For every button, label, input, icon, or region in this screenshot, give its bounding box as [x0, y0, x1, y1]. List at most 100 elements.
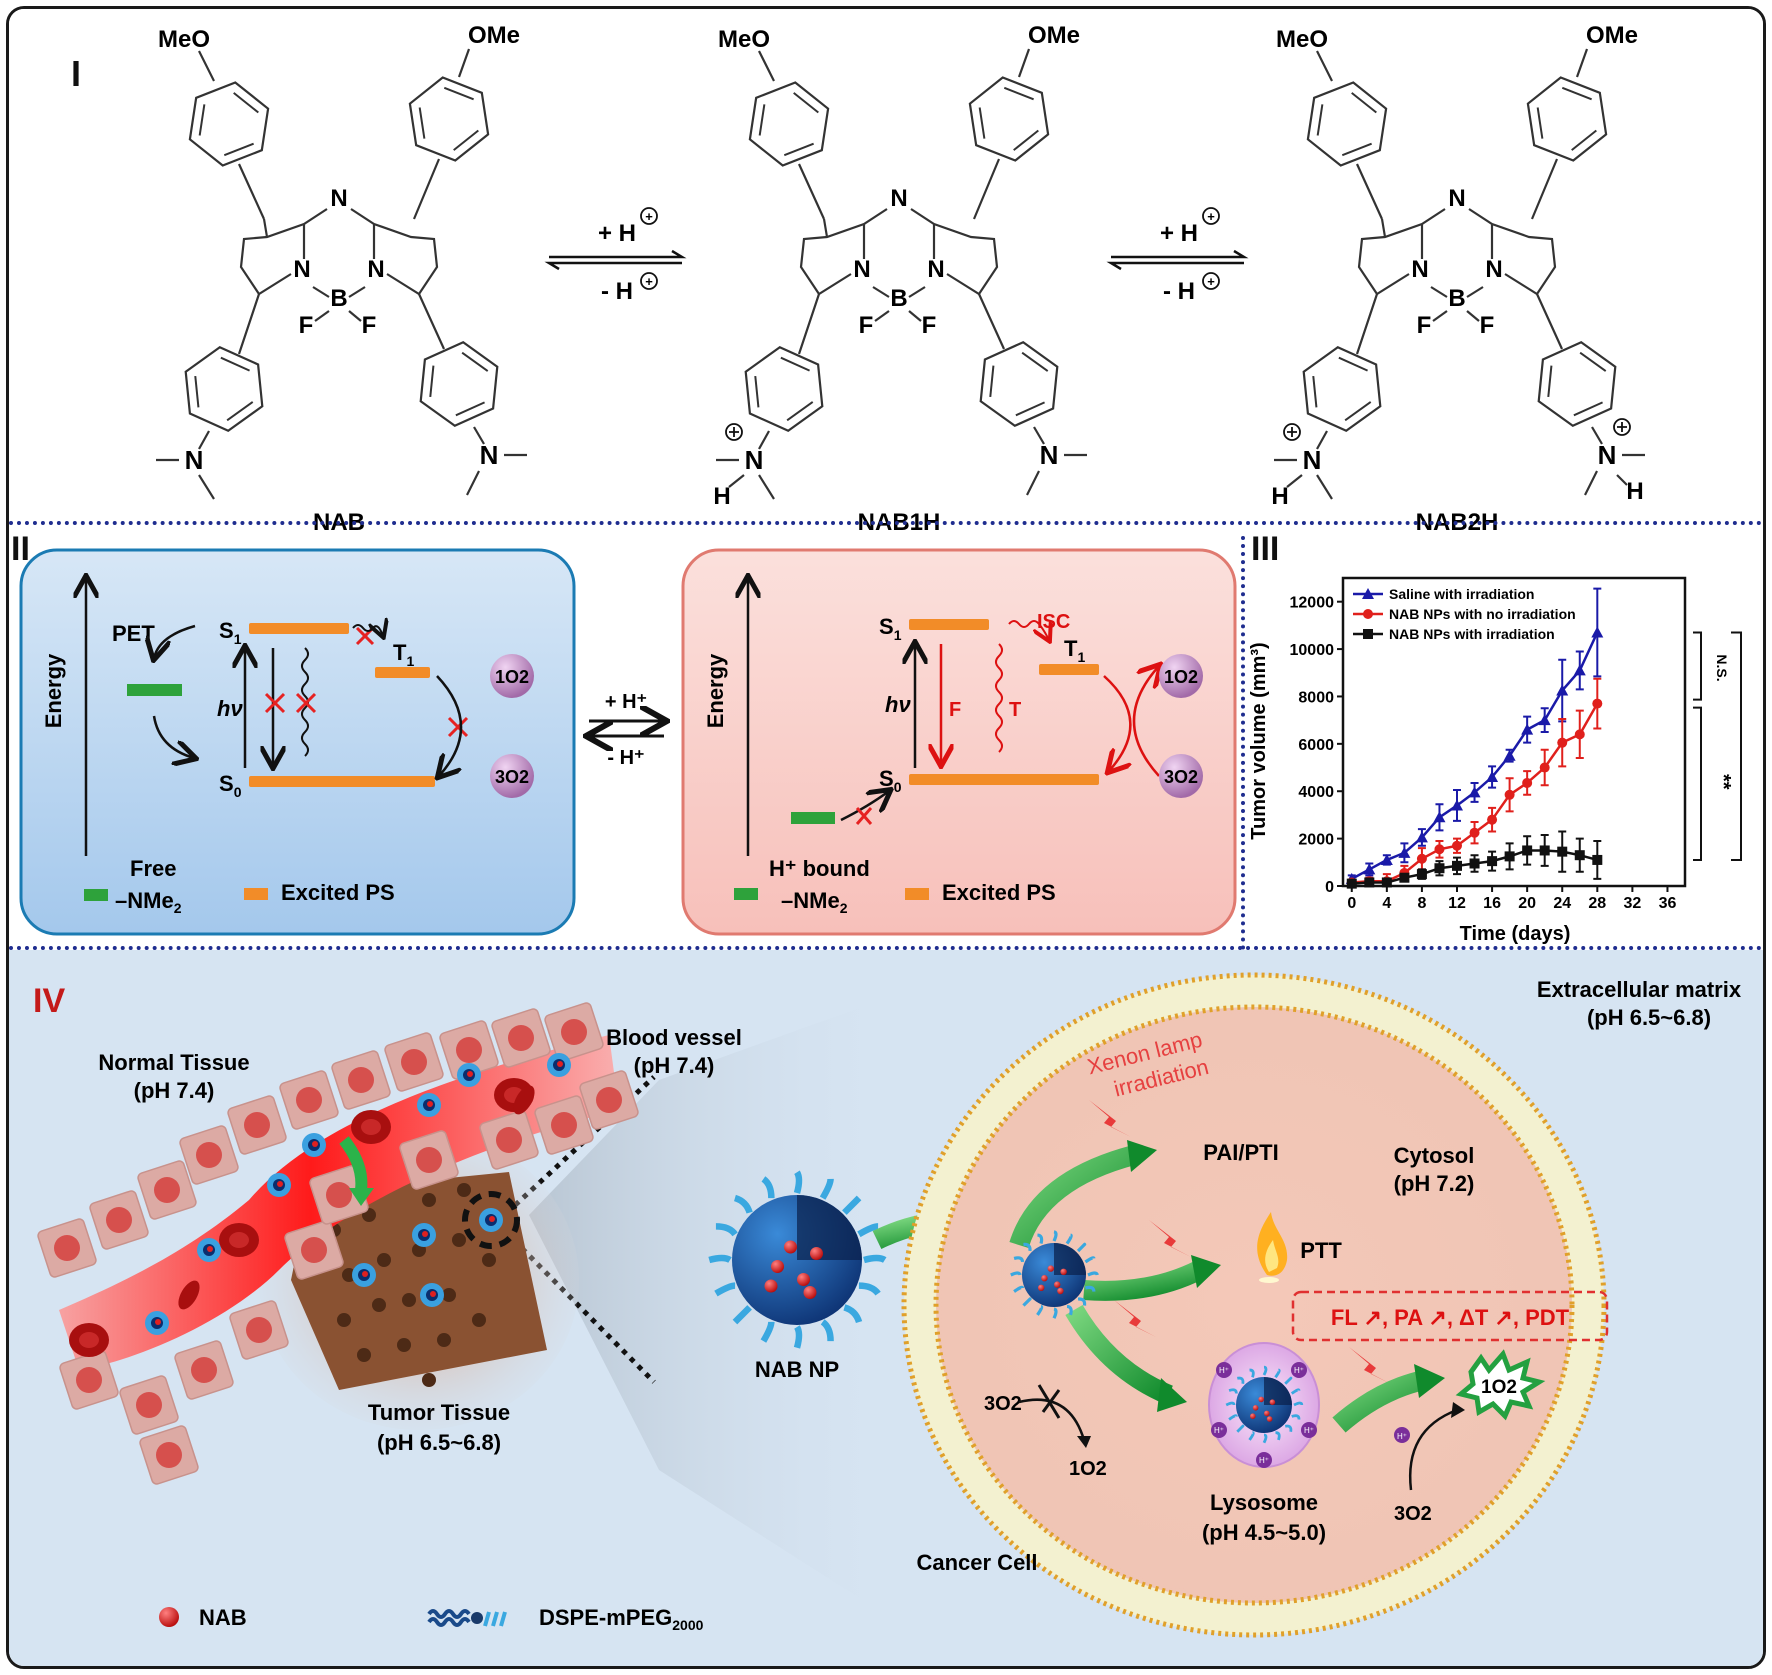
f-label: F: [949, 699, 961, 721]
panel-label-i: I: [71, 53, 82, 94]
nab-np-label: NAB NP: [755, 1357, 839, 1382]
data-point: [1504, 851, 1515, 862]
tumor-cell: [442, 1288, 456, 1302]
process-arrow: [1009, 1145, 1137, 1249]
lysosome-label: Lysosome: [1210, 1490, 1318, 1515]
significance-brackets: N.S. ** **: [1693, 631, 1763, 861]
data-point: [1416, 869, 1427, 880]
extravasation-arrowhead: [349, 1188, 374, 1206]
proton-icon-free: [1394, 1427, 1410, 1443]
tissue-cell: [279, 1070, 339, 1130]
bracket-ns: [1693, 631, 1702, 701]
process-arrow: [1332, 1370, 1427, 1433]
red-blood-cell: [178, 1280, 200, 1310]
y-axis-label: Tumor volume (mm³): [1248, 642, 1270, 839]
data-point: [1399, 872, 1410, 883]
pai-pti-label: PAI/PTI: [1203, 1140, 1278, 1165]
t1-level: [375, 667, 430, 678]
legend-nme2-label-right: –NMe2: [781, 888, 848, 916]
panel-iv-mechanism: IV Normal Tissue (pH 7.4) Blood vessel (…: [9, 950, 1763, 1666]
tissue-cell: [479, 1110, 539, 1170]
tumor-cell: [372, 1298, 386, 1312]
s0-label-right: S0: [879, 766, 902, 795]
proton-icon: [1211, 1422, 1227, 1438]
legend-item: NAB NPs with irradiation: [1353, 626, 1555, 642]
s0-label: S0: [219, 771, 242, 800]
tumor-cell: [402, 1293, 416, 1307]
x-tick-label: 28: [1588, 895, 1606, 912]
singlet-o2-label-right: 1O2: [1164, 667, 1198, 687]
isc-arrow: [1008, 620, 1049, 640]
bracket-inner: [1693, 706, 1702, 861]
divider-top: [9, 521, 1763, 525]
cross-icon-right: [855, 807, 873, 825]
triplet-o2-source: 3O2: [1394, 1503, 1432, 1525]
x-tick-label: 8: [1417, 895, 1426, 912]
singlet-o2-generated: 1O2: [1481, 1377, 1517, 1398]
equilibrium-arrows-2: + H+- H+: [1106, 207, 1249, 305]
plus-h-label: + H⁺: [605, 691, 647, 713]
data-point: [1556, 684, 1569, 696]
data-point: [1398, 846, 1411, 858]
proton-icon: [1216, 1362, 1232, 1378]
legend-item: Saline with irradiation: [1353, 586, 1534, 602]
tumor-cell: [397, 1338, 411, 1352]
lightning-bolt-icon: [1349, 1347, 1391, 1384]
minus-h-label: - H⁺: [607, 747, 644, 769]
s0-level: [249, 776, 435, 787]
tissue-cell: [309, 1165, 369, 1225]
proton-label: H⁺: [1294, 1366, 1304, 1375]
data-point: [1468, 786, 1481, 798]
data-point: [1539, 845, 1550, 856]
green-process-arrows: [1009, 1140, 1445, 1433]
charge-symbol: +: [645, 274, 653, 289]
t1-label: T1: [393, 640, 414, 669]
legend-orange-swatch: [244, 888, 268, 900]
hydrogen-right: H: [1626, 478, 1643, 505]
hydrogen-left: H: [713, 483, 730, 510]
boron-atom: B: [890, 285, 907, 312]
x-tick-label: 16: [1483, 895, 1501, 912]
singlet-oxygen-burst-icon: [1455, 1349, 1546, 1421]
proton-icons: H⁺H⁺H⁺H⁺H⁺: [1211, 1362, 1317, 1468]
s1-label-right: S1: [879, 614, 902, 643]
tissue-cell: [179, 1125, 239, 1185]
fluorine-right: F: [362, 312, 377, 339]
legend-hbound-label: H⁺ bound: [769, 856, 870, 881]
right-state-box: Energy S1 S0 T1 ISC hν F T 1O2: [681, 548, 1237, 936]
tissue-cell: [227, 1095, 287, 1155]
x-tick-label: 0: [1347, 895, 1356, 912]
protonation-label: + H: [598, 220, 636, 247]
amine-nitrogen-right: N: [480, 440, 499, 470]
energy-transfer-arrow: [1103, 675, 1130, 771]
tumor-cell: [357, 1348, 371, 1362]
plot-frame: [1341, 576, 1687, 888]
legend-nab-label: NAB: [199, 1605, 247, 1630]
pet-blocked-arrow: [840, 791, 889, 822]
extravasation-arrow: [339, 1136, 368, 1191]
x-tick-label: 4: [1382, 895, 1391, 912]
triplet-o2-label: 3O2: [495, 767, 529, 787]
central-nitrogen: N: [1448, 185, 1465, 212]
tissue-cell: [284, 1220, 344, 1280]
x-tick-label: 32: [1623, 895, 1641, 912]
legend-orange-swatch-right: [905, 888, 929, 900]
zoom-focus-circle: [462, 1191, 520, 1249]
legend-nme2-label: –NMe2: [115, 888, 182, 916]
tissue-cell: [137, 1160, 197, 1220]
nab-nanoparticle-large: [708, 1170, 887, 1349]
panel-label-ii: II: [11, 530, 30, 568]
triplet-o2-blocked: 3O2: [984, 1393, 1022, 1415]
x-tick-label: 12: [1448, 895, 1466, 912]
hydrogen-left: H: [1271, 483, 1288, 510]
data-point: [1487, 814, 1498, 825]
zoom-cone: [529, 990, 909, 1630]
proton-label: H⁺: [1397, 1432, 1407, 1441]
data-point: [1538, 714, 1551, 726]
tissue-cell: [119, 1375, 179, 1435]
hv-label: hν: [217, 696, 243, 721]
singlet-o2-label: 1O2: [495, 667, 529, 687]
tissue-cell: [229, 1300, 289, 1360]
